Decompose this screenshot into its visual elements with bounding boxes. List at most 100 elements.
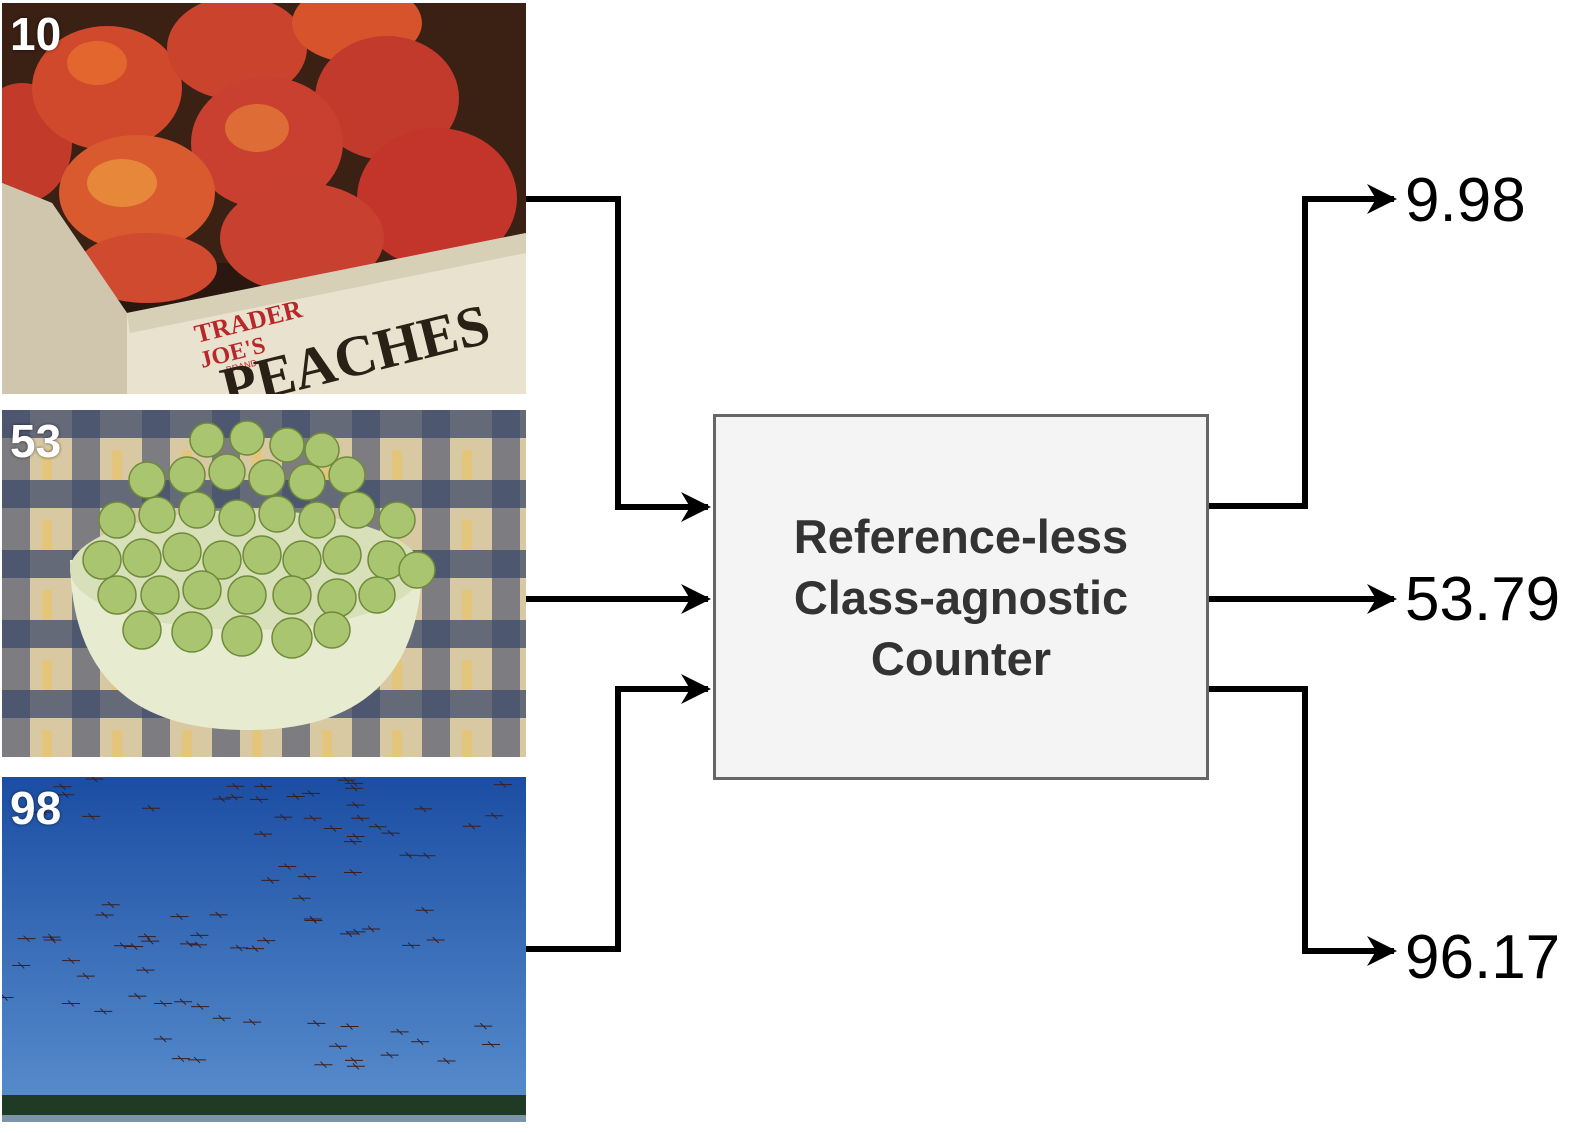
ground-truth-count: 53 [10, 415, 62, 467]
flamingo-mark [171, 1055, 190, 1063]
flamingo-mark [303, 915, 322, 923]
grapes-illustration [2, 410, 526, 757]
counter-model-label: Reference-less Class-agnostic Counter [794, 506, 1128, 689]
flamingo-mark [226, 782, 245, 790]
predicted-count: 53.79 [1405, 565, 1561, 634]
predicted-count: 9.98 [1405, 166, 1526, 235]
flamingo-mark [191, 1003, 210, 1010]
input-arrow-1 [526, 196, 711, 522]
flamingo-mark [189, 941, 208, 949]
flamingo-mark [85, 777, 104, 783]
flamingo-mark [437, 1057, 456, 1065]
flamingo-mark [230, 944, 249, 952]
flamingo-mark [170, 913, 189, 921]
flamingo-mark [101, 901, 120, 909]
flamingo-mark [154, 1035, 173, 1043]
flamingo-mark [62, 957, 81, 965]
flamingo-mark [180, 940, 199, 948]
flamingo-mark [12, 962, 31, 969]
flamingo-mark [329, 1042, 348, 1050]
flamingo-mark [346, 833, 365, 840]
flamingo-mark [136, 966, 155, 974]
flamingo-mark [261, 877, 280, 884]
flamingo-mark [2, 994, 14, 1001]
flamingo-mark [347, 928, 366, 936]
flamingo-mark [274, 813, 293, 821]
flamingo-mark [43, 936, 62, 944]
flamingo-mark [402, 942, 421, 949]
flamingo-mark [95, 911, 114, 919]
flamingo-mark [286, 793, 305, 800]
ground-truth-count: 98 [10, 782, 62, 834]
flamingo-mark [417, 852, 436, 860]
output-arrow-1 [1209, 184, 1397, 509]
flamingo-mark [343, 838, 362, 845]
flamingo-mark [42, 933, 61, 941]
flamingo-mark [343, 869, 362, 876]
flamingo-mark [307, 1020, 326, 1027]
flamingo-mark [94, 1008, 113, 1015]
flamingo-mark [253, 830, 272, 838]
flamingo-mark [345, 779, 364, 787]
flamingo-mark [142, 804, 161, 812]
flamingo-mark [114, 942, 133, 950]
flamingo-mark [76, 972, 95, 980]
flamingo-mark [301, 790, 320, 797]
flamingo-mark [481, 1041, 500, 1048]
flamingo-mark [485, 812, 504, 820]
output-arrow-3 [1209, 686, 1397, 966]
flamingo-mark [351, 814, 370, 822]
flamingo-mark [297, 873, 316, 880]
ground-truth-count: 10 [10, 8, 62, 60]
flamingo-mark [225, 793, 244, 801]
counter-label-line: Reference-less [793, 509, 1129, 563]
flamingo-mark [344, 1057, 363, 1064]
input-image-peaches: TRADER JOE'S BRAND PEACHES 10 [2, 3, 526, 394]
flamingo-mark [128, 992, 147, 1000]
flamingo-mark [411, 1038, 430, 1046]
flamingo-mark [390, 1028, 409, 1036]
flamingo-mark [125, 943, 144, 950]
flamingo-mark [381, 829, 400, 837]
grape-bunch [82, 420, 436, 659]
peach-group [2, 3, 517, 303]
flamingo-mark [34, 808, 53, 816]
counter-label-line: Counter [870, 631, 1052, 685]
flamingo-mark [173, 998, 192, 1006]
flamingo-mark [413, 805, 432, 813]
counter-label-line: Class-agnostic [793, 570, 1129, 624]
flamingo-mark [243, 1018, 262, 1026]
flamingo-mark [314, 1061, 333, 1069]
flamingo-mark [462, 822, 481, 830]
flamingo-mark [493, 781, 512, 788]
input-arrow-3 [526, 674, 711, 952]
flamingo-mark [82, 813, 101, 820]
flamingo-mark [339, 930, 358, 938]
flamingo-mark [212, 795, 231, 803]
flamingo-mark [346, 1062, 365, 1070]
flamingo-mark [190, 931, 209, 939]
flamingo-mark [278, 863, 297, 870]
flamingos-illustration [2, 777, 526, 1122]
crate: TRADER JOE'S BRAND PEACHES [2, 183, 526, 394]
flamingo-mark [345, 784, 364, 792]
input-image-grapes: 53 [2, 410, 526, 757]
flamingo-mark [303, 814, 322, 822]
flamingo-mark [249, 796, 268, 803]
flamingo-mark [426, 936, 445, 944]
flamingo-mark [474, 1022, 493, 1030]
flamingo-mark [257, 937, 276, 944]
flamingo-mark [337, 777, 356, 784]
flamingo-mark [304, 917, 323, 924]
flamingo-flock [2, 777, 512, 1070]
predicted-count: 96.17 [1405, 923, 1561, 992]
flamingo-mark [141, 937, 160, 945]
flamingo-mark [245, 945, 264, 953]
flamingo-mark [399, 851, 418, 859]
flamingo-mark [209, 911, 228, 919]
flamingo-mark [254, 783, 273, 790]
flamingo-mark [362, 925, 381, 933]
flamingo-mark [346, 801, 365, 809]
